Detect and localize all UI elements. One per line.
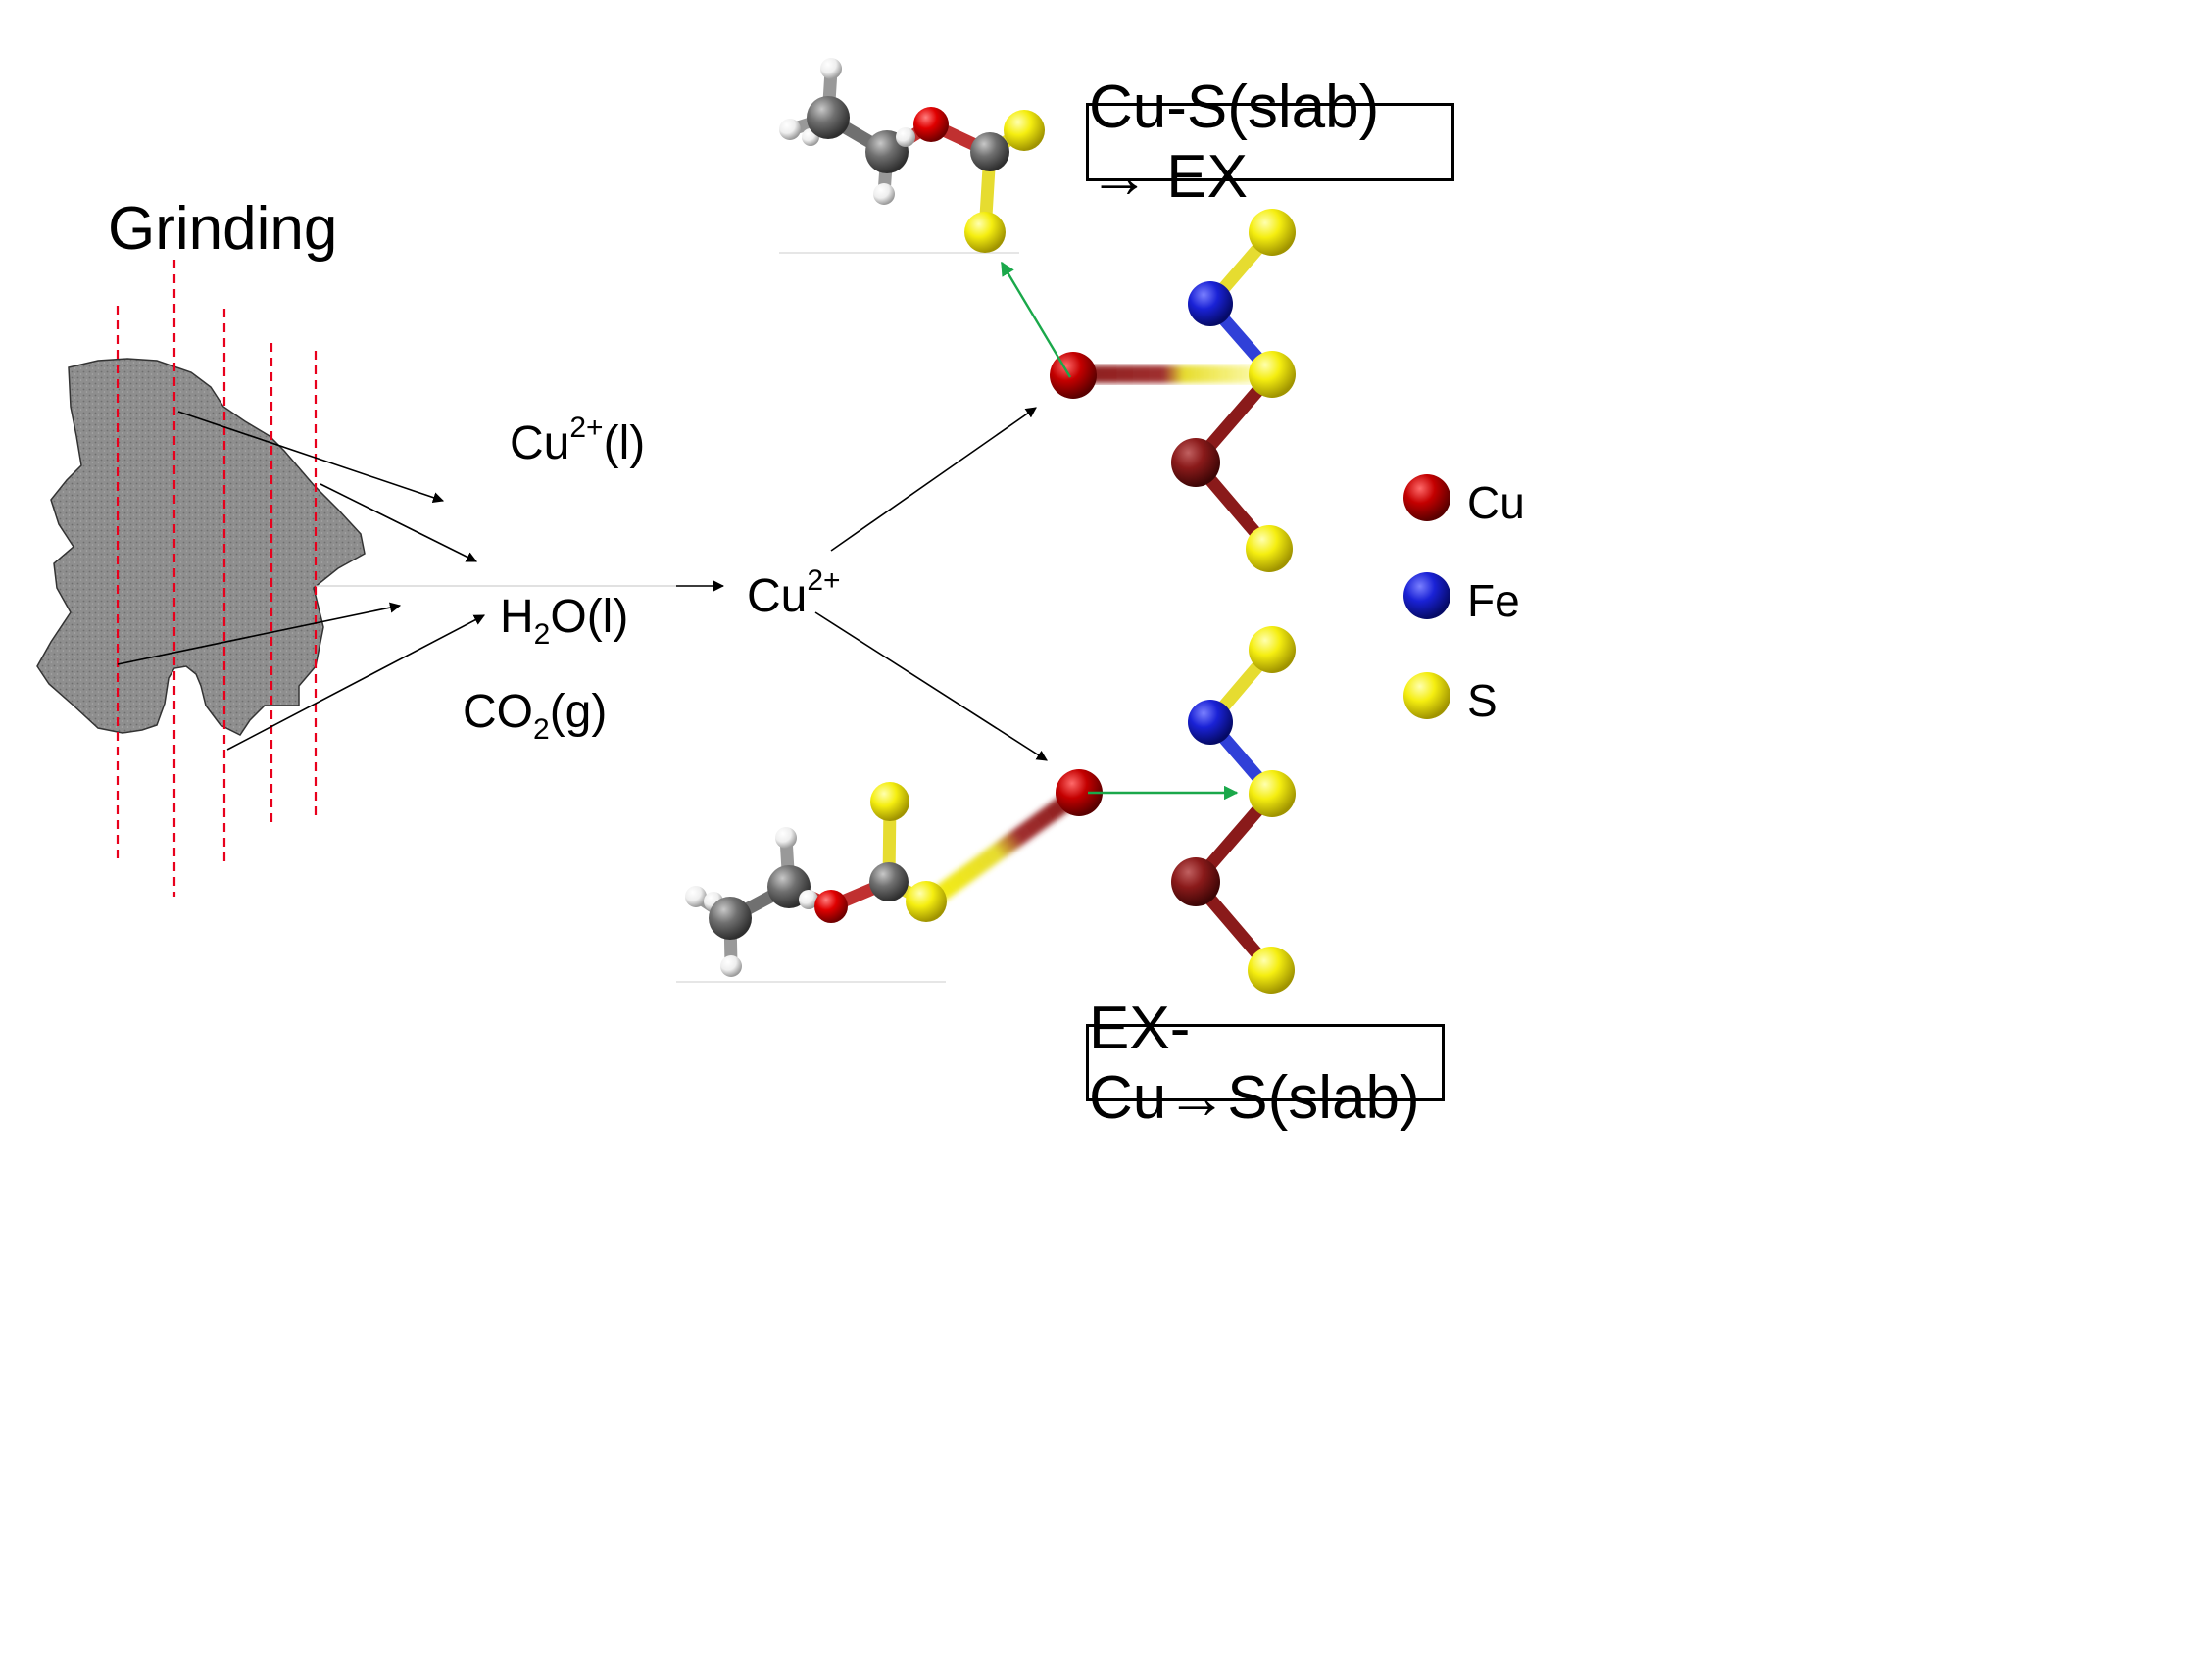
mechanism-bottom-box: EX-Cu→S(slab) <box>1086 995 1445 1132</box>
xanthate-top <box>779 58 1045 253</box>
cu-ion-label: Cu2+ <box>747 564 841 622</box>
mechanism-top-label: Cu-S(slab) → EX <box>1089 73 1380 211</box>
xanthate-bottom <box>685 769 1239 977</box>
co2-label: CO2(g) <box>463 686 608 746</box>
dissolution-arrows <box>117 411 725 751</box>
mechanism-top-box: Cu-S(slab) → EX <box>1086 73 1454 211</box>
legend-swatch-cu <box>1403 474 1450 521</box>
legend-label-s: S <box>1467 675 1498 726</box>
legend-swatch-s <box>1403 672 1450 719</box>
water-label: H2O(l) <box>500 591 629 651</box>
legend-label-cu: Cu <box>1467 477 1525 528</box>
legend-label-fe: Fe <box>1467 575 1520 626</box>
legend-swatch-fe <box>1403 572 1450 619</box>
cu-ion-arrows <box>814 407 1048 761</box>
grinding-title: Grinding <box>108 195 338 263</box>
mechanism-bottom-label: EX-Cu→S(slab) <box>1089 994 1420 1132</box>
slab-bottom <box>1171 626 1296 994</box>
legend-swatches <box>1403 474 1450 719</box>
cu-liquid-label: Cu2+(l) <box>510 412 646 469</box>
slab-top <box>1000 209 1296 572</box>
